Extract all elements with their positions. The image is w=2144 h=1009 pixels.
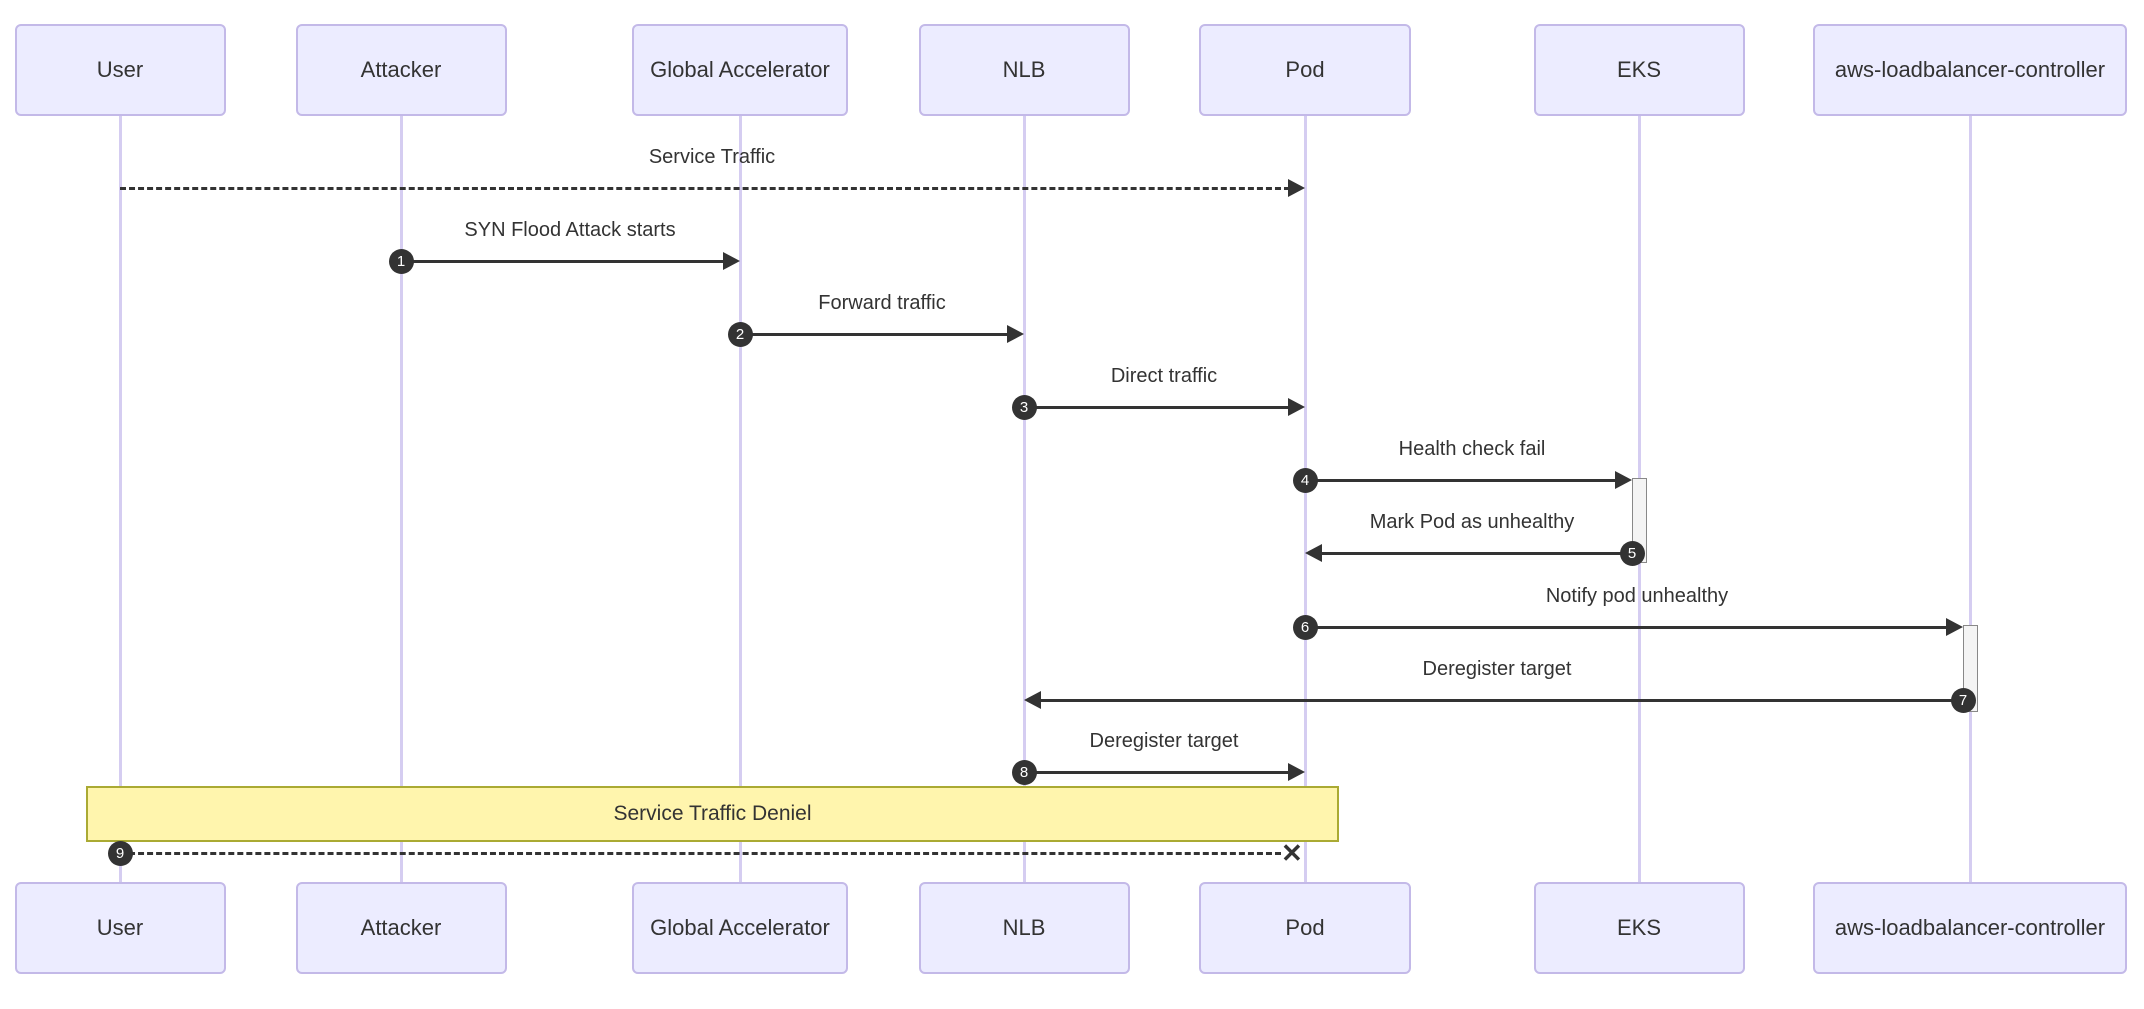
arrowhead-icon: [1288, 398, 1305, 416]
note-box: Service Traffic Deniel: [86, 786, 1339, 842]
sequence-number-badge: 5: [1619, 540, 1645, 566]
message-line-9: [120, 851, 1281, 855]
participant-global-accelerator-bottom-box: Global Accelerator: [632, 882, 848, 974]
message-line-4: [1305, 478, 1617, 482]
participant-aws-loadbalancer-controller-bottom-box: aws-loadbalancer-controller: [1813, 882, 2127, 974]
arrowhead-icon: [1946, 618, 1963, 636]
message-line-5: [1320, 551, 1632, 555]
message-label: Notify pod unhealthy: [1545, 585, 1729, 607]
participant-user-bottom-box: User: [14, 882, 226, 974]
participant-eks-bottom-box: EKS: [1533, 882, 1745, 974]
participant-attacker-top-box: Attacker: [295, 24, 507, 116]
lifeline-global-accelerator: [738, 116, 742, 882]
message-line-2: [740, 332, 1009, 336]
participant-pod-bottom-box: Pod: [1199, 882, 1411, 974]
sequence-number-badge: 3: [1011, 394, 1037, 420]
message-label: Mark Pod as unhealthy: [1369, 511, 1575, 533]
lifeline-user: [118, 116, 122, 882]
lifeline-aws-loadbalancer-controller: [1968, 116, 1972, 882]
participant-nlb-top-box: NLB: [918, 24, 1130, 116]
participant-attacker-bottom-box: Attacker: [295, 882, 507, 974]
sequence-number-badge: 6: [1292, 614, 1318, 640]
sequence-number-badge: 8: [1011, 759, 1037, 785]
message-line-7: [1039, 698, 1963, 702]
sequence-number-badge: 9: [107, 840, 133, 866]
arrowhead-icon: [1615, 471, 1632, 489]
message-label: Forward traffic: [818, 292, 946, 314]
message-line-service-traffic: [120, 186, 1290, 190]
message-line-1: [401, 259, 725, 263]
participant-eks-top-box: EKS: [1533, 24, 1745, 116]
message-label: Direct traffic: [1110, 365, 1218, 387]
participant-aws-loadbalancer-controller-top-box: aws-loadbalancer-controller: [1813, 24, 2127, 116]
lifeline-nlb: [1022, 116, 1026, 882]
message-label: Health check fail: [1398, 438, 1546, 460]
participant-user-top-box: User: [14, 24, 226, 116]
arrowhead-icon: [1024, 691, 1041, 709]
arrowhead-icon: [723, 252, 740, 270]
message-line-8: [1024, 770, 1290, 774]
sequence-number-badge: 7: [1950, 687, 1976, 713]
arrowhead-icon: [1007, 325, 1024, 343]
participant-global-accelerator-top-box: Global Accelerator: [632, 24, 848, 116]
arrowhead-icon: [1288, 179, 1305, 197]
message-line-6: [1305, 625, 1948, 629]
sequence-number-badge: 1: [388, 248, 414, 274]
arrowhead-icon: [1305, 544, 1322, 562]
lifeline-attacker: [399, 116, 403, 882]
message-label: SYN Flood Attack starts: [464, 219, 676, 241]
message-label: Service Traffic: [648, 146, 776, 168]
arrowhead-icon: [1288, 763, 1305, 781]
participant-nlb-bottom-box: NLB: [918, 882, 1130, 974]
message-label: Deregister target: [1089, 730, 1239, 752]
cross-terminator-icon: ✕: [1281, 838, 1303, 868]
message-line-3: [1024, 405, 1290, 409]
participant-pod-top-box: Pod: [1199, 24, 1411, 116]
sequence-number-badge: 4: [1292, 467, 1318, 493]
lifeline-pod: [1303, 116, 1307, 882]
sequence-number-badge: 2: [727, 321, 753, 347]
message-label: Deregister target: [1422, 658, 1572, 680]
